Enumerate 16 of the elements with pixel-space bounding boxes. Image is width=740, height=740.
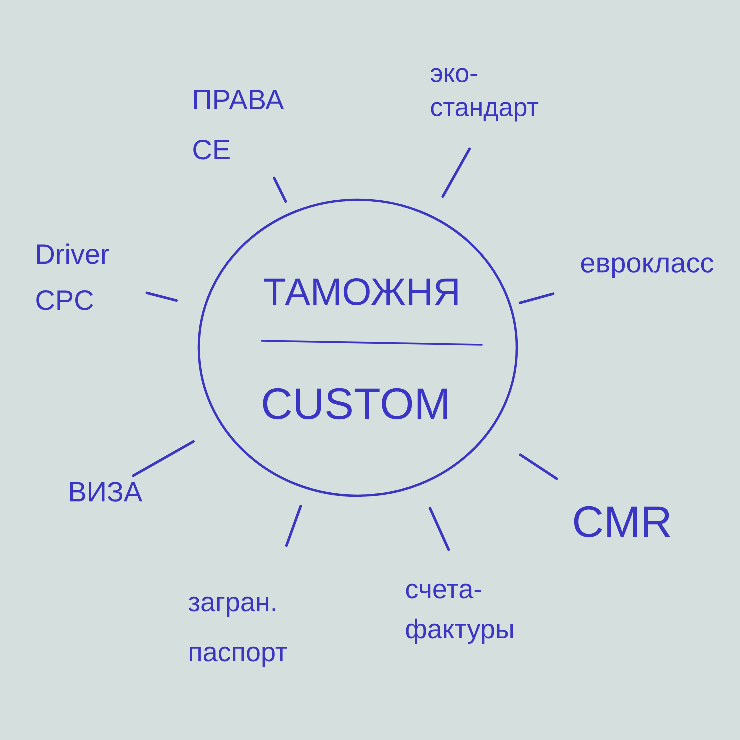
topic-label: CMR bbox=[574, 506, 670, 538]
connector-line bbox=[519, 454, 558, 480]
topic-label: загран. паспорт bbox=[188, 596, 288, 668]
topic-label: ПРАВА CE bbox=[194, 90, 284, 160]
connector-line bbox=[428, 507, 450, 552]
topic-label: ВИЗА bbox=[70, 482, 143, 502]
topic-label: еврокласс bbox=[581, 258, 714, 278]
connector-line bbox=[132, 440, 195, 478]
topic-label: Driver CPC bbox=[36, 244, 110, 310]
topic-label: счета- фактуры bbox=[406, 584, 513, 644]
connector-line bbox=[285, 505, 302, 548]
connector-line bbox=[273, 176, 288, 203]
connector-line bbox=[442, 148, 472, 198]
connector-line bbox=[518, 292, 555, 304]
topic-label: эко- стандарт bbox=[430, 68, 539, 122]
connector-line bbox=[146, 292, 178, 302]
